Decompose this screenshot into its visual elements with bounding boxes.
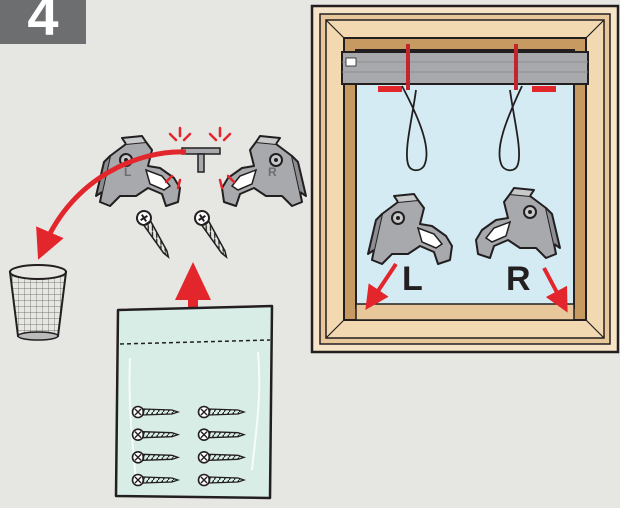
loose-screw-right [192,208,232,260]
screw-bag [116,306,272,498]
right-side-label: R [506,260,531,298]
right-bracket-mark: R [268,165,277,179]
blind-top-bar [342,44,588,92]
left-bracket-mark: L [124,165,131,179]
loose-screw-left [134,208,174,260]
right-bracket [222,136,306,206]
waste-basket-icon [10,265,66,340]
left-side-label: L [402,260,423,298]
connector-piece [182,148,220,172]
